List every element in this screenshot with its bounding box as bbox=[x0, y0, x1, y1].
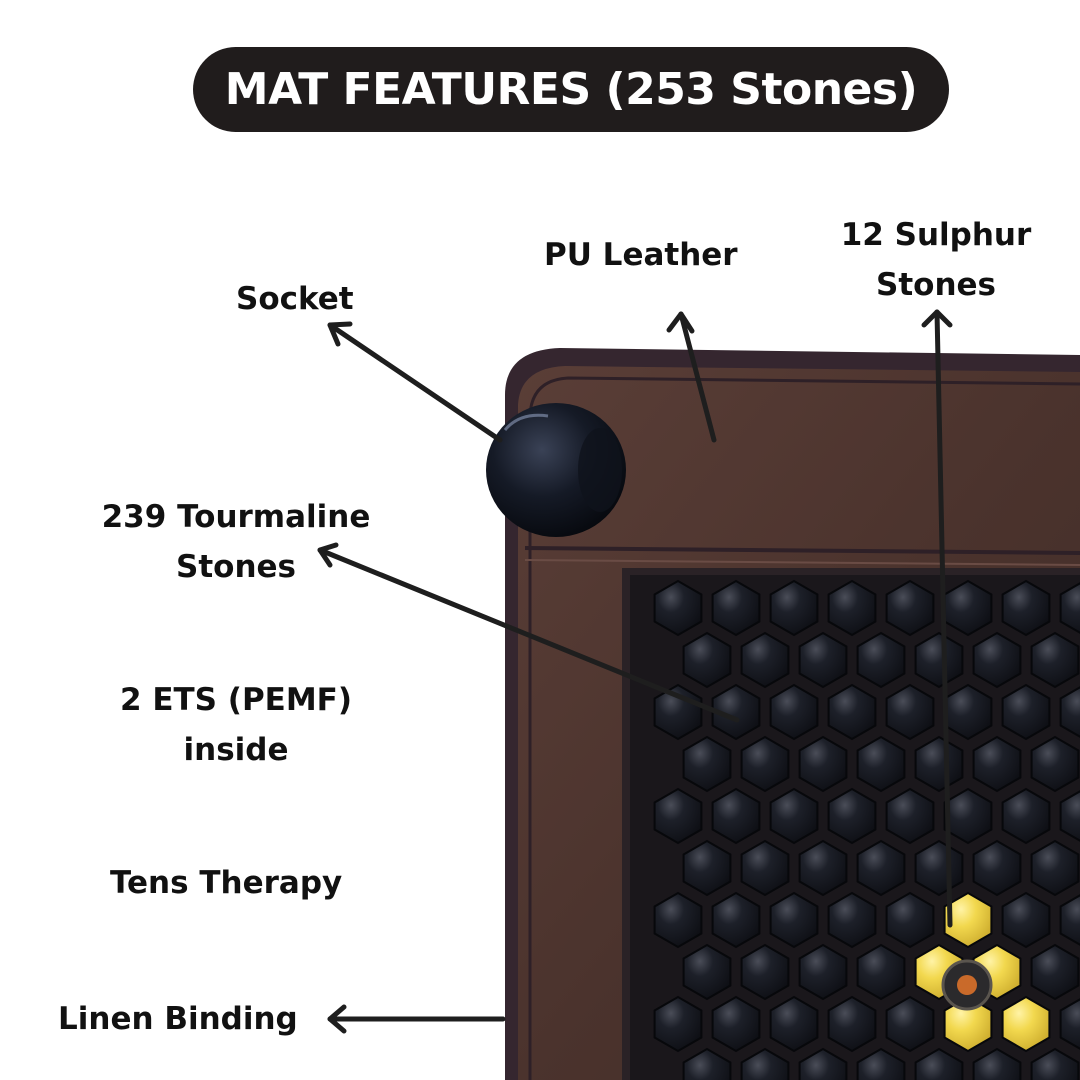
sulphur-arrow bbox=[934, 309, 953, 928]
tourmaline-stone bbox=[769, 579, 819, 637]
tourmaline-stones-label: 239 Tourmaline Stones bbox=[101, 499, 371, 585]
tourmaline-stone bbox=[885, 787, 935, 845]
tourmaline-stone bbox=[856, 735, 906, 793]
tourmaline-stone bbox=[885, 891, 935, 949]
tourmaline-stone bbox=[798, 839, 848, 897]
tourmaline-stone bbox=[711, 683, 761, 741]
title-banner: MAT FEATURES (253 Stones) bbox=[193, 47, 949, 132]
tourmaline-stone bbox=[885, 683, 935, 741]
tourmaline-stone bbox=[798, 735, 848, 793]
tourmaline-stone bbox=[682, 943, 732, 1001]
tourmaline-stone bbox=[1001, 891, 1051, 949]
ets-pemf-label: 2 ETS (PEMF) inside bbox=[119, 682, 353, 768]
tourmaline-stone bbox=[1059, 582, 1080, 634]
tourmaline-stone bbox=[740, 943, 790, 1001]
tourmaline-stone bbox=[740, 631, 790, 689]
sulphur-stone bbox=[943, 891, 993, 949]
tourmaline-stone bbox=[1059, 894, 1080, 946]
tourmaline-stone bbox=[1059, 998, 1080, 1050]
tourmaline-stone bbox=[769, 995, 819, 1053]
sulphur-stones-label: 12 Sulphur Stones bbox=[840, 217, 1032, 303]
tourmaline-stone bbox=[798, 943, 848, 1001]
tourmaline-stone bbox=[914, 1047, 964, 1080]
tourmaline-stone bbox=[769, 891, 819, 949]
tourmaline-stone bbox=[827, 995, 877, 1053]
tourmaline-stone bbox=[1059, 686, 1080, 738]
tourmaline-stone bbox=[653, 787, 703, 845]
tourmaline-stone bbox=[914, 631, 964, 689]
tourmaline-stone bbox=[856, 943, 906, 1001]
tourmaline-stone bbox=[1001, 787, 1051, 845]
tourmaline-stone bbox=[653, 995, 703, 1053]
tourmaline-stone bbox=[711, 787, 761, 845]
tourmaline-stone bbox=[827, 787, 877, 845]
tourmaline-stone bbox=[1001, 579, 1051, 637]
tourmaline-stone bbox=[827, 683, 877, 741]
tourmaline-stone bbox=[711, 579, 761, 637]
tourmaline-stone bbox=[769, 787, 819, 845]
tourmaline-stone bbox=[1030, 1047, 1080, 1080]
tourmaline-stone bbox=[1059, 790, 1080, 842]
tourmaline-stone bbox=[682, 839, 732, 897]
tourmaline-stone bbox=[682, 631, 732, 689]
tourmaline-stone bbox=[711, 995, 761, 1053]
tourmaline-stone bbox=[1030, 631, 1080, 689]
tourmaline-stone bbox=[798, 1047, 848, 1080]
tourmaline-stone bbox=[856, 631, 906, 689]
tourmaline-stone bbox=[885, 579, 935, 637]
tourmaline-stone bbox=[682, 1047, 732, 1080]
socket-label: Socket bbox=[236, 281, 354, 317]
tourmaline-stone bbox=[1030, 735, 1080, 793]
socket-plug bbox=[486, 403, 626, 537]
pu-leather-label: PU Leather bbox=[544, 237, 738, 273]
tourmaline-stone bbox=[885, 995, 935, 1053]
tourmaline-stone bbox=[653, 579, 703, 637]
tens-therapy-label: Tens Therapy bbox=[110, 865, 343, 901]
tourmaline-stone bbox=[653, 891, 703, 949]
tourmaline-stone bbox=[1001, 683, 1051, 741]
tourmaline-stone bbox=[711, 891, 761, 949]
tourmaline-stone bbox=[740, 839, 790, 897]
tourmaline-stone bbox=[1030, 943, 1080, 1001]
tourmaline-stone bbox=[798, 631, 848, 689]
linen-binding-label: Linen Binding bbox=[58, 1001, 298, 1037]
tourmaline-arrow bbox=[317, 547, 740, 723]
tourmaline-stone bbox=[972, 631, 1022, 689]
tourmaline-stone bbox=[856, 839, 906, 897]
sulphur-stone bbox=[1001, 995, 1051, 1053]
tourmaline-stone bbox=[682, 735, 732, 793]
tourmaline-stone bbox=[827, 891, 877, 949]
socket-arrow bbox=[327, 322, 503, 443]
tourmaline-stone bbox=[856, 1047, 906, 1080]
ets-sensor-light bbox=[957, 975, 977, 995]
tourmaline-stone bbox=[972, 1047, 1022, 1080]
pu-leather-arrow bbox=[678, 311, 717, 443]
tourmaline-stone bbox=[943, 787, 993, 845]
tourmaline-stone bbox=[972, 735, 1022, 793]
tourmaline-stone bbox=[914, 735, 964, 793]
tourmaline-stone bbox=[1030, 839, 1080, 897]
tourmaline-stone bbox=[740, 735, 790, 793]
tourmaline-stone bbox=[972, 839, 1022, 897]
tourmaline-stone bbox=[740, 1047, 790, 1080]
page-title: MAT FEATURES (253 Stones) bbox=[224, 64, 918, 115]
tourmaline-stone bbox=[769, 683, 819, 741]
tourmaline-stone bbox=[827, 579, 877, 637]
